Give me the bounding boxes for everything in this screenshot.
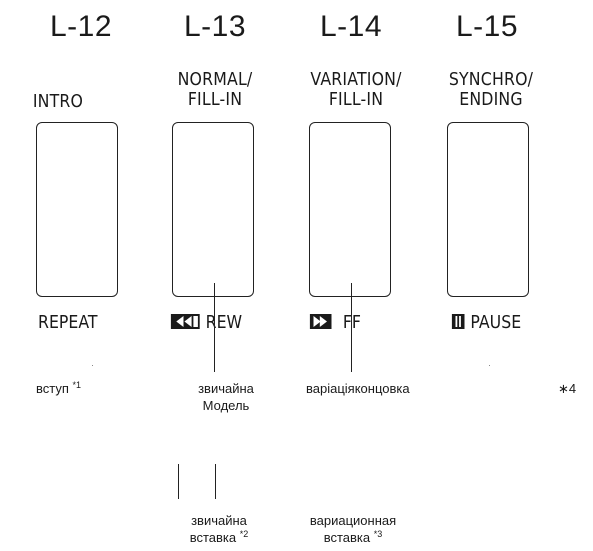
key-number-l13: L-13 [183, 10, 247, 43]
desc-normal: звичайна Модель [186, 380, 266, 414]
key-name-normal-line1: NORMAL/ [177, 70, 253, 90]
rewind-icon [170, 314, 200, 329]
desc-variation-ending: варіаціяконцовка [306, 381, 410, 396]
pause-label: PAUSE [470, 313, 522, 333]
desc-variation-fill-line1: вариационная [309, 513, 397, 528]
leader-line-fill-left [178, 464, 180, 499]
key-name-synchro-line1: SYNCHRO/ [448, 70, 534, 90]
key-number-l14: L-14 [319, 10, 383, 43]
desc-note4: ∗4 [558, 381, 577, 396]
desc-normal-line2: Модель [202, 398, 250, 413]
key-number-l15: L-15 [455, 10, 519, 43]
key-name-variation-line2: FILL-IN [328, 90, 384, 110]
key-name-intro: INTRO [32, 92, 84, 112]
desc-intro: вступ *1 [36, 380, 82, 397]
key-name-normal-line2: FILL-IN [187, 90, 243, 110]
synchro-ending-key[interactable] [447, 122, 529, 297]
variation-fill-in-key[interactable] [309, 122, 391, 297]
desc-normal-fill-line1: звичайна [191, 513, 247, 528]
leader-line-normal [214, 283, 216, 372]
dot-intro [92, 365, 93, 366]
desc-variation-fill-line2: вставка *3 [323, 529, 383, 546]
desc-normal-fill: звичайна вставка *2 [170, 512, 268, 546]
rew-label: REW [205, 313, 243, 333]
dot-synchro [489, 365, 490, 366]
sub-label-repeat: REPEAT [38, 313, 98, 333]
normal-fill-in-key[interactable] [172, 122, 254, 297]
key-name-variation-line1: VARIATION/ [310, 70, 402, 90]
key-name-synchro-line2: ENDING [459, 90, 523, 110]
leader-line-fill-right [215, 464, 217, 499]
desc-normal-fill-line2: вставка *2 [189, 529, 249, 546]
sub-label-ff: FF [309, 313, 361, 333]
desc-variation-fill: вариационная вставка *3 [294, 512, 412, 546]
pause-icon [451, 314, 465, 329]
sub-label-rew: REW [170, 313, 242, 333]
leader-line-variation [351, 283, 353, 372]
intro-key[interactable] [36, 122, 118, 297]
key-number-l12: L-12 [49, 10, 113, 43]
sub-label-pause: PAUSE [451, 313, 521, 333]
fast-forward-icon [309, 314, 332, 329]
desc-normal-line1: звичайна [198, 381, 254, 396]
